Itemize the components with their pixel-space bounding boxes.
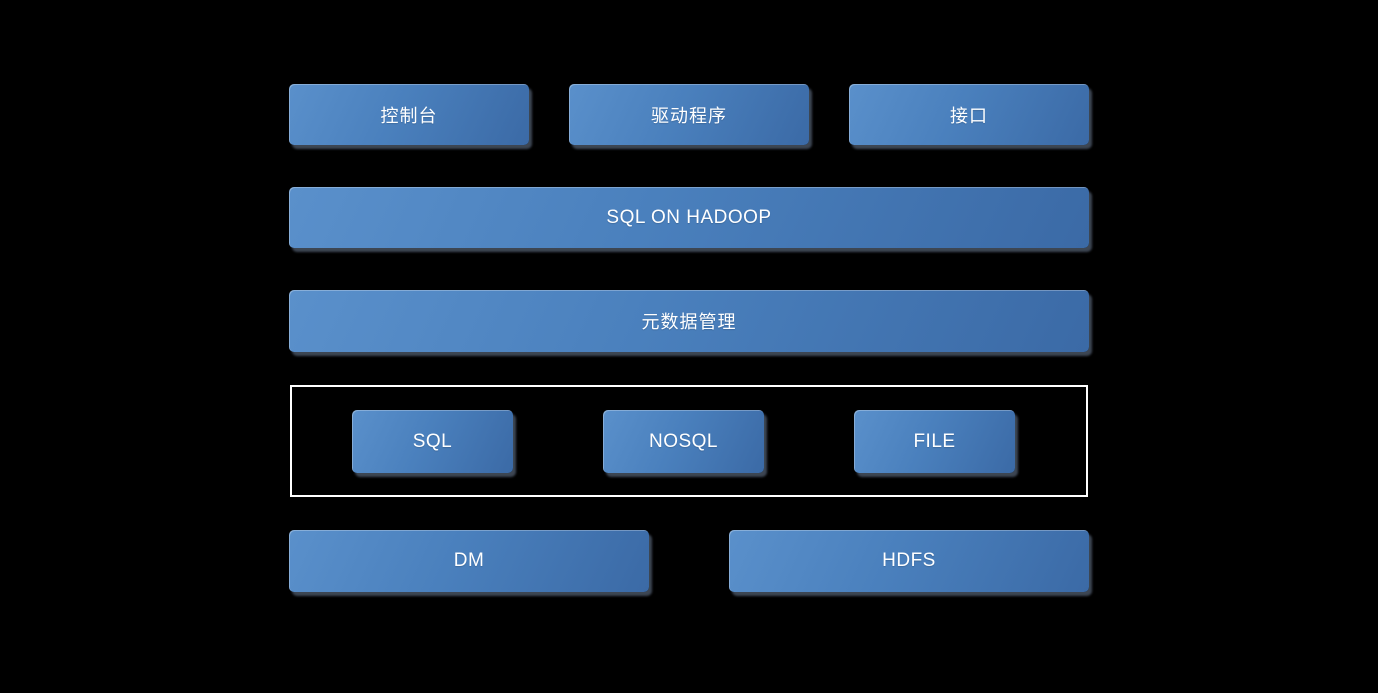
console-box: 控制台	[289, 84, 529, 145]
driver-box: 驱动程序	[569, 84, 809, 145]
dm-box: DM	[289, 530, 649, 592]
interface-box: 接口	[849, 84, 1089, 145]
sql-box: SQL	[352, 410, 513, 473]
file-box: FILE	[854, 410, 1015, 473]
hdfs-box: HDFS	[729, 530, 1089, 592]
storage-group-container: SQL NOSQL FILE	[290, 385, 1088, 497]
metadata-management-bar: 元数据管理	[289, 290, 1089, 352]
sql-on-hadoop-bar: SQL ON HADOOP	[289, 187, 1089, 248]
nosql-box: NOSQL	[603, 410, 764, 473]
